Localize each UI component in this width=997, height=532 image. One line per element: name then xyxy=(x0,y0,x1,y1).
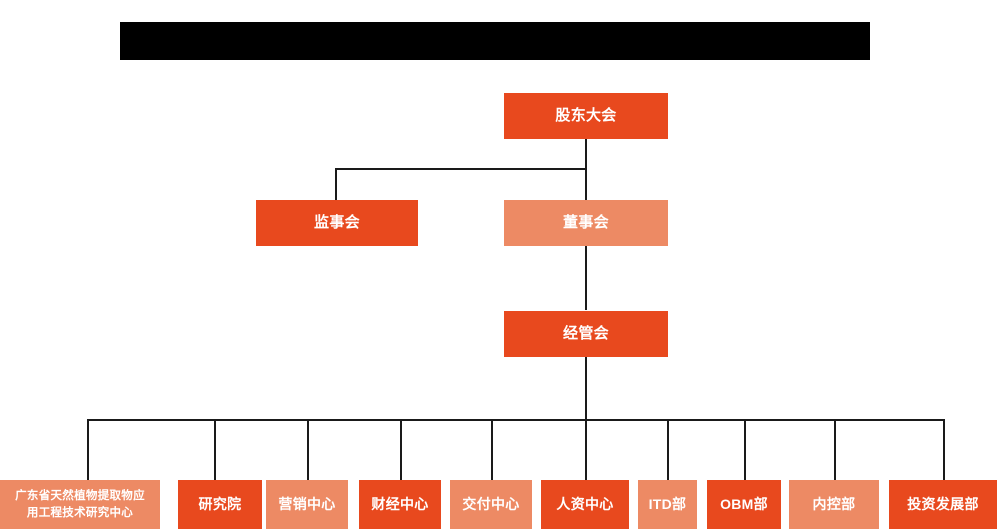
node-management-committee[interactable]: 经管会 xyxy=(504,311,668,357)
node-dept-hr-center[interactable]: 人资中心 xyxy=(541,480,629,529)
connector-directors-to-management xyxy=(585,240,587,310)
connector-supervisors-drop xyxy=(335,168,337,200)
connector-drop-dept-2 xyxy=(214,419,216,480)
node-dept-guangdong-research-center[interactable]: 广东省天然植物提取物应 用工程技术研究中心 xyxy=(0,480,160,529)
connector-department-bus xyxy=(87,419,944,421)
connector-directors-drop xyxy=(585,168,587,200)
connector-drop-dept-8 xyxy=(744,419,746,480)
dept-label-line-1: 广东省天然植物提取物应 xyxy=(15,489,145,502)
node-dept-investment-development[interactable]: 投资发展部 xyxy=(889,480,997,529)
connector-shareholders-down xyxy=(585,139,587,169)
redacted-title-bar xyxy=(120,22,870,60)
connector-drop-dept-9 xyxy=(834,419,836,480)
node-dept-research-institute[interactable]: 研究院 xyxy=(178,480,262,529)
connector-drop-dept-1 xyxy=(87,419,89,480)
node-board-of-supervisors[interactable]: 监事会 xyxy=(256,200,418,246)
connector-drop-dept-7 xyxy=(667,419,669,480)
node-dept-internal-control[interactable]: 内控部 xyxy=(789,480,879,529)
node-dept-obm[interactable]: OBM部 xyxy=(707,480,781,529)
connector-drop-dept-3 xyxy=(307,419,309,480)
node-board-of-directors[interactable]: 董事会 xyxy=(504,200,668,246)
connector-drop-dept-6 xyxy=(585,419,587,480)
node-dept-marketing-center[interactable]: 营销中心 xyxy=(266,480,348,529)
node-dept-delivery-center[interactable]: 交付中心 xyxy=(450,480,532,529)
connector-drop-dept-4 xyxy=(400,419,402,480)
connector-management-down xyxy=(585,357,587,420)
connector-tier2-horizontal xyxy=(335,168,586,170)
node-dept-itd[interactable]: ITD部 xyxy=(638,480,697,529)
connector-drop-dept-10 xyxy=(943,419,945,480)
node-shareholders-meeting[interactable]: 股东大会 xyxy=(504,93,668,139)
node-dept-finance-center[interactable]: 财经中心 xyxy=(359,480,441,529)
connector-drop-dept-5 xyxy=(491,419,493,480)
dept-label-line-2: 用工程技术研究中心 xyxy=(26,506,134,519)
